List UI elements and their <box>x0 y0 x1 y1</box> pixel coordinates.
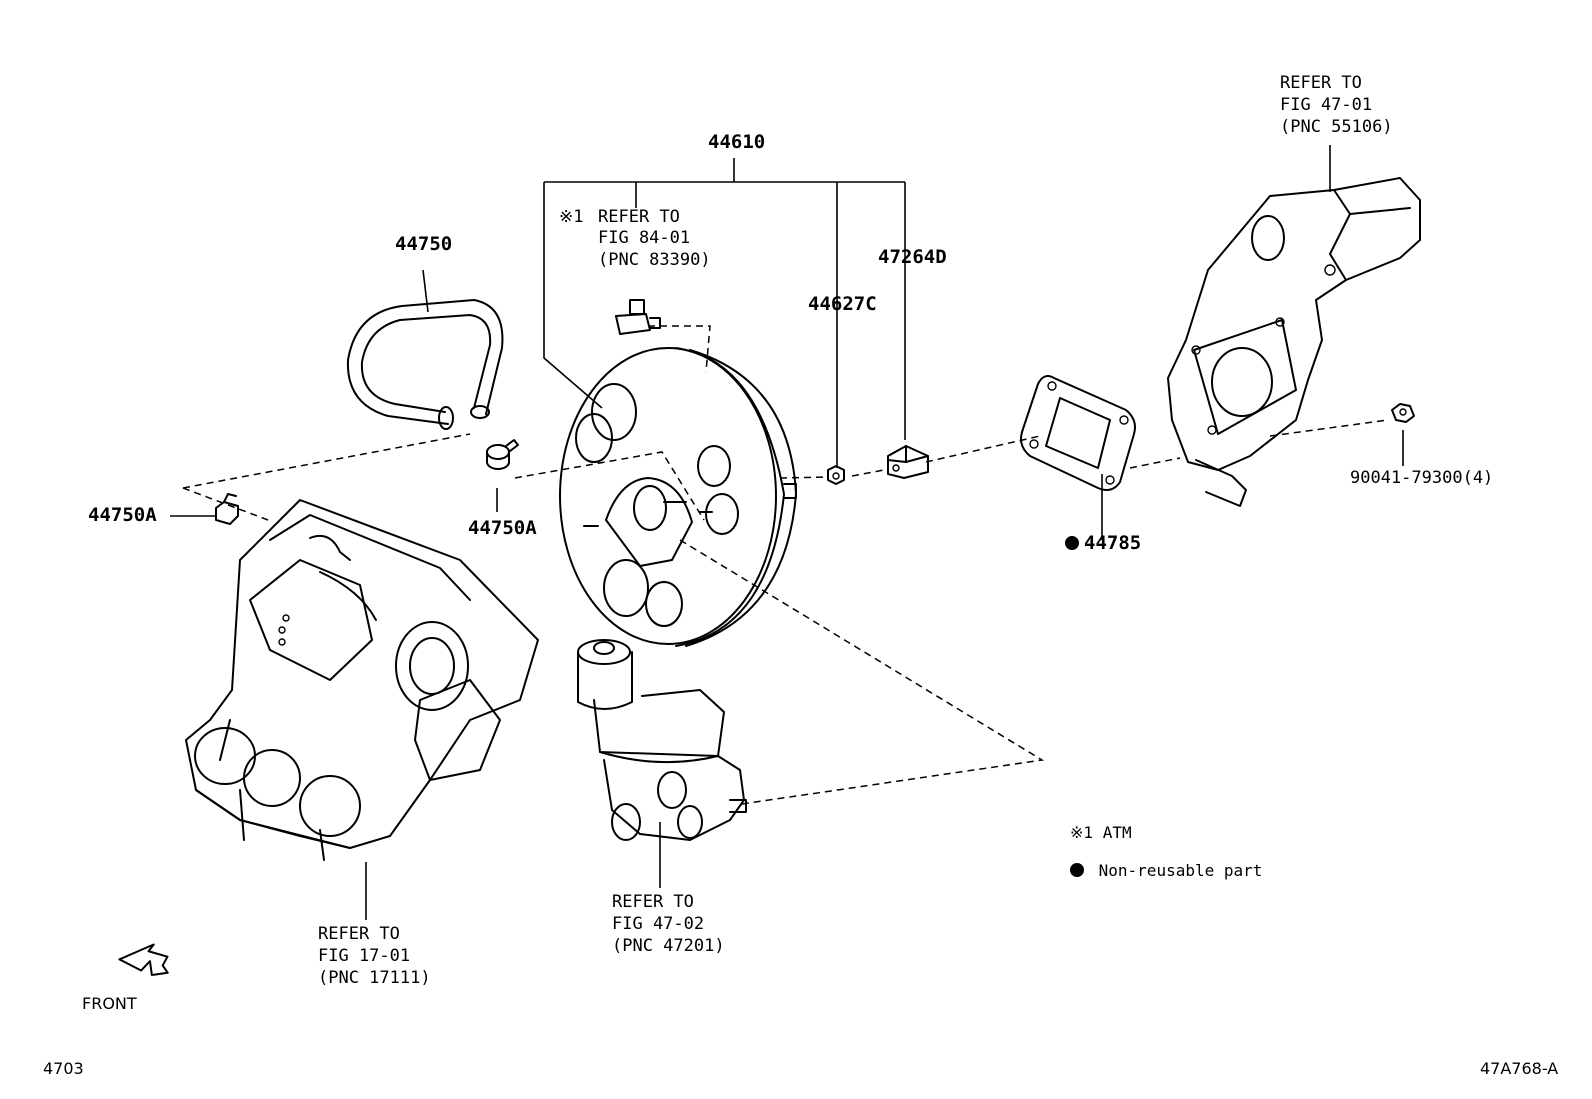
master-cylinder-drawing <box>577 639 747 841</box>
ref-sensor-line-3: (PNC 83390) <box>598 250 711 270</box>
label-nut-booster: 44627C <box>808 293 877 315</box>
intake-manifold-drawing <box>185 499 539 861</box>
ref-manifold-line-1: REFER TO <box>318 924 400 944</box>
ref-bracket-line-1: REFER TO <box>1280 73 1362 93</box>
legend-nonreusable-marker-icon <box>1070 863 1084 877</box>
clevis-drawing <box>887 445 929 479</box>
label-booster-assy: 44610 <box>708 131 766 153</box>
ref-master-cylinder-line-1: REFER TO <box>612 892 694 912</box>
label-gasket: 44785 <box>1065 533 1141 554</box>
front-label: FRONT <box>82 994 137 1013</box>
vacuum-sensor-drawing <box>615 299 661 335</box>
label-clip-left: 44750A <box>88 504 157 526</box>
booster-leader-tree <box>543 158 906 468</box>
legend-nonreusable: Non-reusable part <box>1070 860 1262 881</box>
brake-booster-drawing <box>559 347 797 647</box>
label-hose: 44750 <box>395 233 453 255</box>
leader-lines <box>170 145 1404 920</box>
legend-atm-text: ATM <box>1102 823 1132 842</box>
legend-nonreusable-text: Non-reusable part <box>1098 861 1263 880</box>
clip-left-drawing <box>215 493 239 525</box>
nut-booster-drawing <box>827 465 845 485</box>
legend-atm-mark: ※1 <box>1070 823 1094 842</box>
front-arrow-icon <box>118 943 169 977</box>
label-clevis: 47264D <box>878 246 947 268</box>
nut-mount-drawing <box>1391 403 1415 423</box>
ref-manifold-line-3: (PNC 17111) <box>318 968 431 988</box>
legend-atm: ※1 ATM <box>1070 822 1132 843</box>
gasket-drawing <box>1020 375 1136 491</box>
label-clip-right: 44750A <box>468 517 537 539</box>
hose-drawing <box>346 299 504 430</box>
footer-page-number: 4703 <box>43 1059 84 1078</box>
ref-master-cylinder-line-3: (PNC 47201) <box>612 936 725 956</box>
footer-figure-code: 47A768-A <box>1480 1059 1559 1078</box>
ref-manifold-line-2: FIG 17-01 <box>318 946 411 966</box>
ref-sensor-line-2: FIG 84-01 <box>598 228 691 248</box>
sensor-note-mark: ※1 <box>559 207 584 227</box>
clip-right-drawing <box>486 439 519 470</box>
ref-master-cylinder-line-2: FIG 47-02 <box>612 914 705 934</box>
label-nut-mount: 90041-79300(4) <box>1350 468 1494 488</box>
ref-sensor-line-1: REFER TO <box>598 207 680 227</box>
bracket-drawing <box>1167 177 1421 507</box>
ref-bracket-line-3: (PNC 55106) <box>1280 117 1393 137</box>
label-gasket-number: 44785 <box>1084 532 1142 554</box>
non-reusable-marker-icon <box>1065 536 1079 550</box>
ref-bracket-line-2: FIG 47-01 <box>1280 95 1373 115</box>
